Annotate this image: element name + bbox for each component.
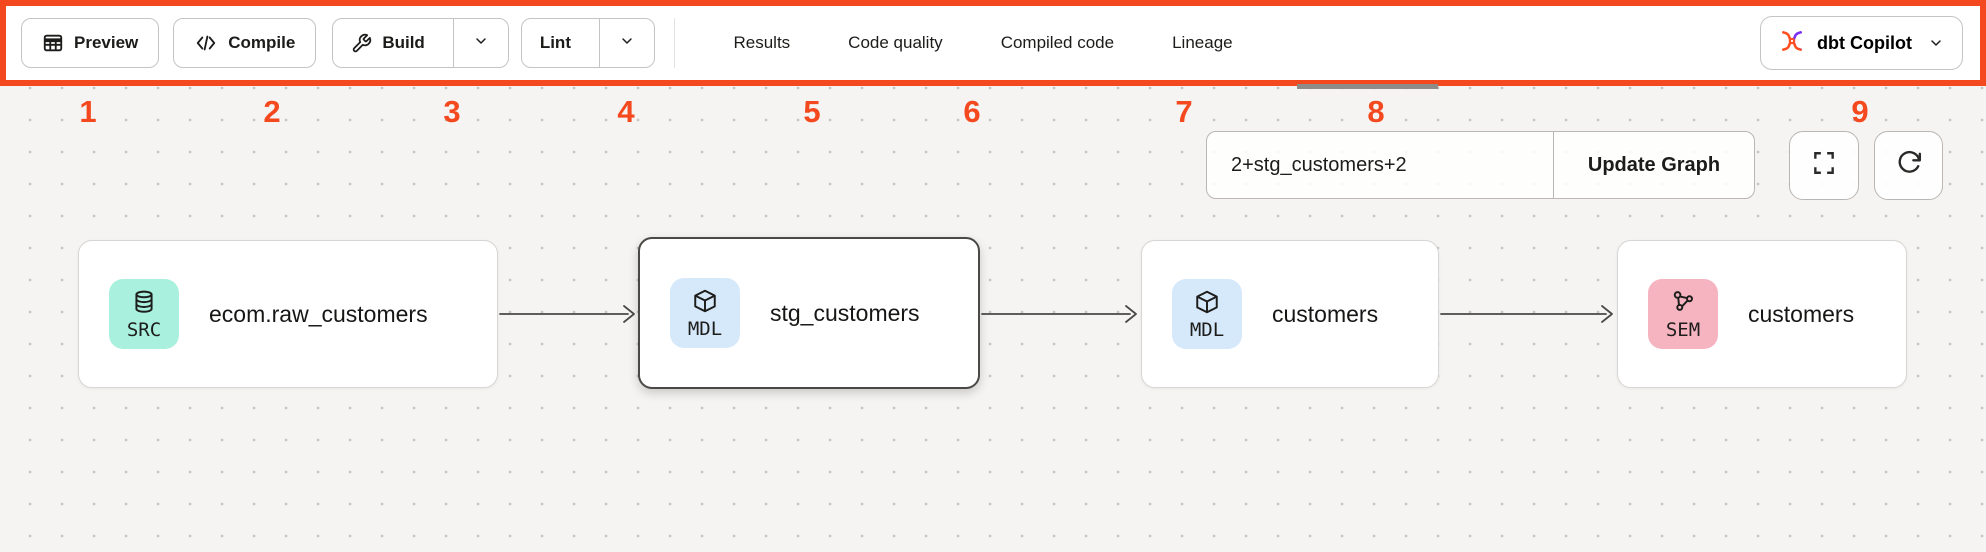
tab-results[interactable]: Results [733, 33, 791, 52]
annotation-number-5: 5 [803, 94, 821, 129]
model-badge: MDL [1172, 279, 1242, 349]
node-label: ecom.raw_customers [209, 300, 428, 327]
lint-button[interactable]: Lint [522, 19, 589, 67]
build-split-button: Build [332, 18, 509, 68]
tab-compiled-code[interactable]: Compiled code [1000, 33, 1115, 52]
semantic-badge: SEM [1648, 279, 1718, 349]
copilot-label: dbt Copilot [1817, 32, 1912, 53]
table-icon [42, 32, 64, 54]
lineage-node-customers-semantic[interactable]: SEM customers [1617, 240, 1907, 388]
compile-button[interactable]: Compile [173, 18, 317, 68]
fullscreen-icon [1811, 150, 1837, 181]
lineage-node-customers-model[interactable]: MDL customers [1141, 240, 1439, 388]
dbt-copilot-button[interactable]: dbt Copilot [1760, 16, 1963, 70]
source-badge: SRC [109, 279, 179, 349]
build-options-button[interactable] [452, 19, 508, 67]
build-label: Build [382, 33, 425, 52]
network-icon [1670, 289, 1696, 320]
badge-code: SEM [1665, 318, 1701, 341]
dbt-logo-icon [1779, 28, 1805, 59]
wrench-icon [351, 33, 372, 54]
chevron-down-icon [473, 33, 489, 54]
lineage-node-source[interactable]: SRC ecom.raw_customers [78, 240, 498, 388]
node-label: customers [1272, 300, 1379, 327]
annotation-number-6: 6 [963, 94, 981, 129]
fullscreen-button[interactable] [1789, 131, 1859, 200]
annotation-number-1: 1 [79, 94, 97, 129]
database-icon [131, 289, 157, 320]
node-label: stg_customers [770, 299, 920, 326]
chevron-down-icon [1928, 35, 1944, 51]
annotation-number-2: 2 [263, 94, 281, 129]
badge-code: MDL [1189, 318, 1225, 341]
lineage-node-stg-customers[interactable]: MDL stg_customers [638, 237, 980, 389]
lint-options-button[interactable] [598, 19, 654, 67]
lint-label: Lint [539, 33, 571, 52]
tab-code-quality[interactable]: Code quality [848, 33, 943, 52]
cube-icon [692, 288, 718, 319]
lineage-selector-bar: Update Graph [1206, 131, 1755, 199]
active-tab-indicator [1297, 84, 1438, 89]
preview-button[interactable]: Preview [21, 18, 160, 68]
chevron-down-icon [619, 33, 635, 54]
preview-label: Preview [74, 33, 139, 52]
node-label: customers [1748, 300, 1855, 327]
refresh-icon [1896, 150, 1922, 181]
annotation-number-9: 9 [1851, 94, 1869, 129]
annotation-number-7: 7 [1175, 94, 1193, 129]
lineage-selector-input[interactable] [1207, 132, 1553, 198]
badge-code: SRC [126, 318, 162, 341]
build-button[interactable]: Build [333, 19, 443, 67]
code-icon [194, 32, 218, 54]
cube-icon [1194, 289, 1220, 320]
annotation-number-3: 3 [443, 94, 461, 129]
result-pane-tabs: Results Code quality Compiled code Linea… [733, 33, 1232, 53]
toolbar-divider [673, 18, 676, 68]
annotation-number-8: 8 [1367, 94, 1385, 129]
badge-code: MDL [687, 317, 723, 340]
lint-split-button: Lint [520, 18, 655, 68]
model-badge: MDL [670, 278, 740, 348]
refresh-button[interactable] [1874, 131, 1943, 200]
compile-label: Compile [228, 33, 296, 52]
tab-lineage[interactable]: Lineage [1172, 33, 1233, 52]
update-graph-button[interactable]: Update Graph [1553, 132, 1754, 198]
annotation-number-4: 4 [617, 94, 635, 129]
ide-toolbar: Preview Compile Build Lint [0, 0, 1986, 86]
